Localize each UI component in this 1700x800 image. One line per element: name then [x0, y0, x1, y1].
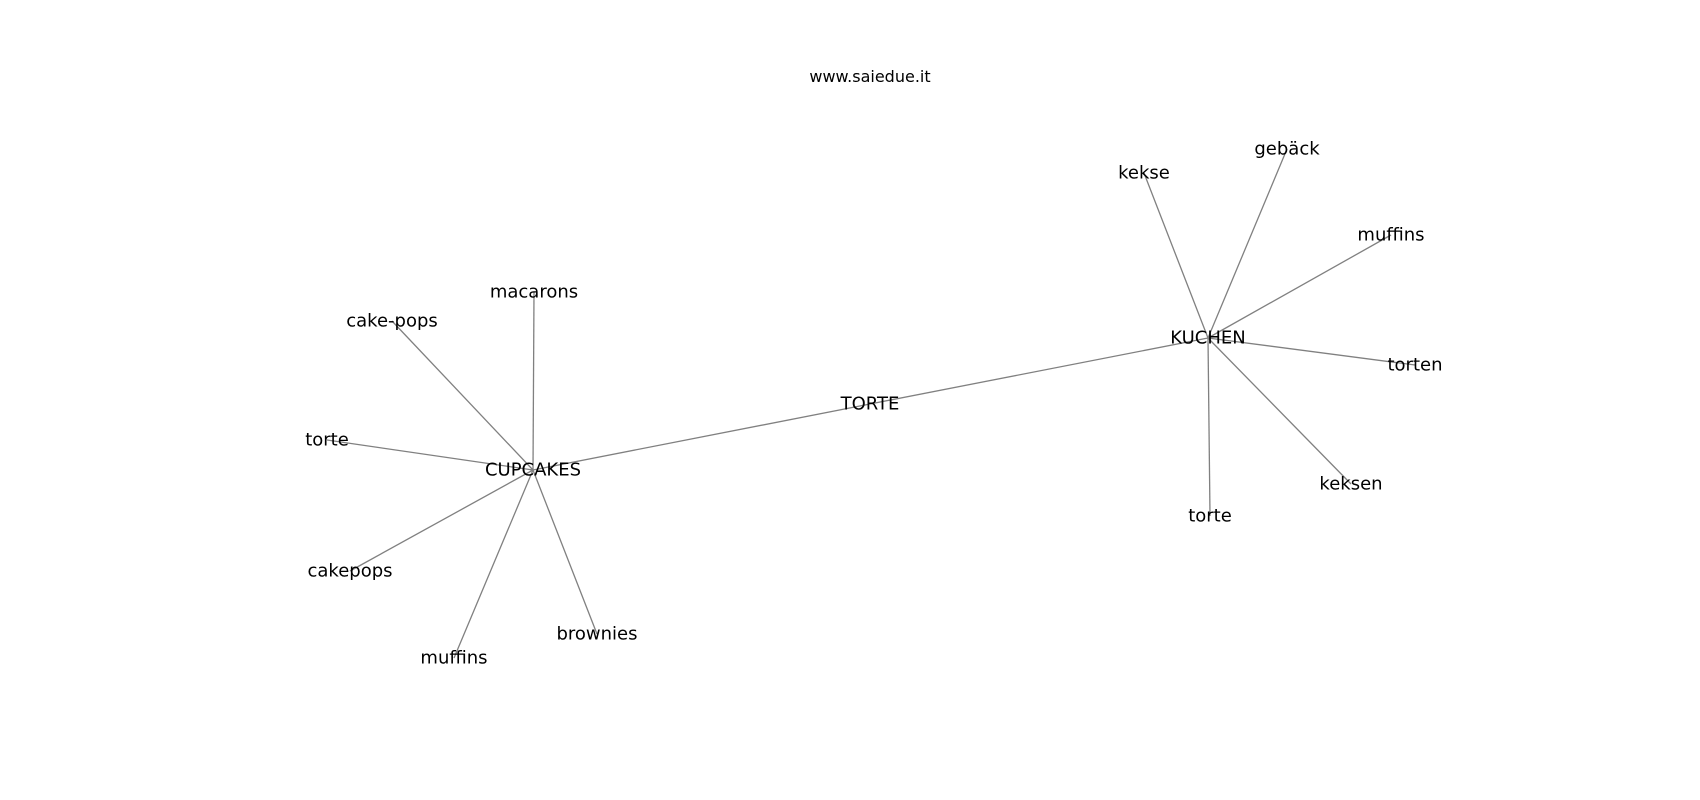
node-label-cake-pops: cake-pops	[346, 311, 438, 332]
edge-cupcakes-muffins_left	[453, 469, 534, 659]
node-label-brownies: brownies	[556, 624, 637, 645]
edge-cupcakes-cakepops	[349, 469, 534, 572]
edge-torte_center-cupcakes	[532, 403, 871, 471]
node-label-cupcakes: CUPCAKES	[485, 460, 581, 481]
node-label-kekse: kekse	[1118, 163, 1170, 184]
watermark-text: www.saiedue.it	[809, 67, 930, 86]
node-label-torte-right: torte	[1188, 506, 1232, 527]
node-label-torte-left: torte	[305, 430, 349, 451]
node-label-torte-center: TORTE	[840, 394, 900, 415]
node-label-macarons: macarons	[490, 282, 578, 303]
node-label-keksen: keksen	[1319, 474, 1382, 495]
graph-edges	[326, 148, 1416, 659]
node-label-kuchen: KUCHEN	[1170, 328, 1245, 349]
node-label-torten: torten	[1387, 355, 1442, 376]
edge-kuchen-geback	[1207, 148, 1288, 339]
node-label-muffins-right: muffins	[1357, 225, 1424, 246]
edge-cupcakes-brownies	[532, 469, 598, 635]
node-label-cakepops: cakepops	[307, 561, 392, 582]
edge-kuchen-kekse	[1143, 172, 1209, 339]
edge-kuchen-torte_right	[1207, 337, 1211, 517]
edge-torte_center-kuchen	[869, 337, 1209, 405]
edge-kuchen-muffins_right	[1207, 234, 1392, 339]
edge-kuchen-torten	[1207, 337, 1416, 366]
edge-kuchen-keksen	[1207, 337, 1352, 485]
edge-cupcakes-cake_pops	[391, 320, 534, 471]
edge-cupcakes-macarons	[532, 291, 535, 471]
node-label-muffins-left: muffins	[420, 648, 487, 669]
node-label-geback: gebäck	[1254, 139, 1320, 160]
edge-cupcakes-torte_left	[326, 439, 534, 471]
graph-nodes: TORTE CUPCAKES KUCHEN macarons cake-pops tort…	[305, 139, 1442, 669]
